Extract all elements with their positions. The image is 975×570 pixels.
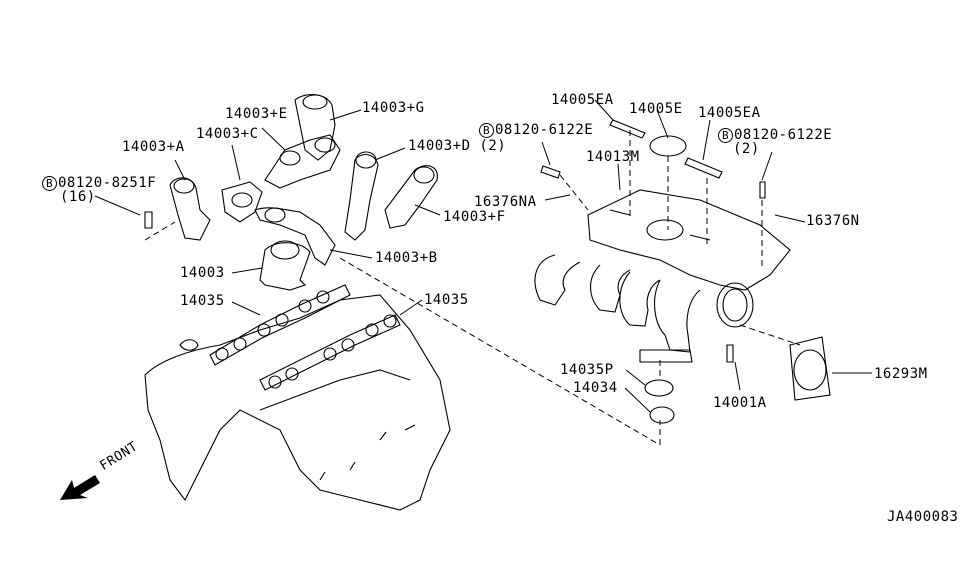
part-label-14003-c: 14003+C [196,126,259,142]
runner-14003-g [294,94,336,161]
bolt-number: 08120-6122E [734,127,833,143]
bolt-number: 08120-6122E [495,122,594,138]
bolt-number: 08120-8251F [58,175,157,191]
bolt-symbol-icon: B [718,128,733,143]
part-label-14005ea-right: 14005EA [698,105,761,121]
part-label-14013m: 14013M [586,149,640,165]
diagram-id-code: JA400083 [887,509,959,525]
runner-14003-c [221,181,336,266]
part-label-14001a: 14001A [713,395,767,411]
front-arrow-icon [60,475,100,500]
part-label-16293m: 16293M [874,366,928,382]
part-label-14035-left: 14035 [180,293,225,309]
intake-manifold [534,189,791,363]
part-label-14034: 14034 [573,380,618,396]
bolt-symbol-icon: B [479,123,494,138]
runner-14003-e [264,134,341,189]
part-label-16376na: 16376NA [474,194,537,210]
runner-14003 [259,240,311,291]
bolts [144,165,766,363]
guide-lines [144,130,801,446]
throttle-gasket [789,336,831,401]
engine-block [144,294,451,511]
seal-rings [644,379,675,424]
part-label-14035p: 14035P [560,362,614,378]
gasket-14035-right [259,314,401,391]
leader-lines [94,99,872,413]
part-label-14003-e: 14003+E [225,106,288,122]
runner-14003-a [169,177,211,241]
bolt-qty: (2) [733,141,760,157]
part-label-14005ea-left: 14005EA [551,92,614,108]
part-label-14003-b: 14003+B [375,250,438,266]
part-label-14035-right: 14035 [424,292,469,308]
bolt-symbol-icon: B [42,176,57,191]
part-label-14003-g: 14003+G [362,100,425,116]
bolt-qty: (16) [60,189,96,205]
part-label-16376n: 16376N [806,213,860,229]
part-label-14003-d: 14003+D (2) [408,138,507,154]
part-label-14003-a: 14003+A [122,139,185,155]
part-label-14003: 14003 [180,265,225,281]
part-label-14003-f: 14003+F [443,209,506,225]
runner-14003-f [384,165,438,229]
part-label-14005e: 14005E [629,101,683,117]
runner-14003-d [344,151,379,241]
gasket-14035-left [209,284,351,366]
